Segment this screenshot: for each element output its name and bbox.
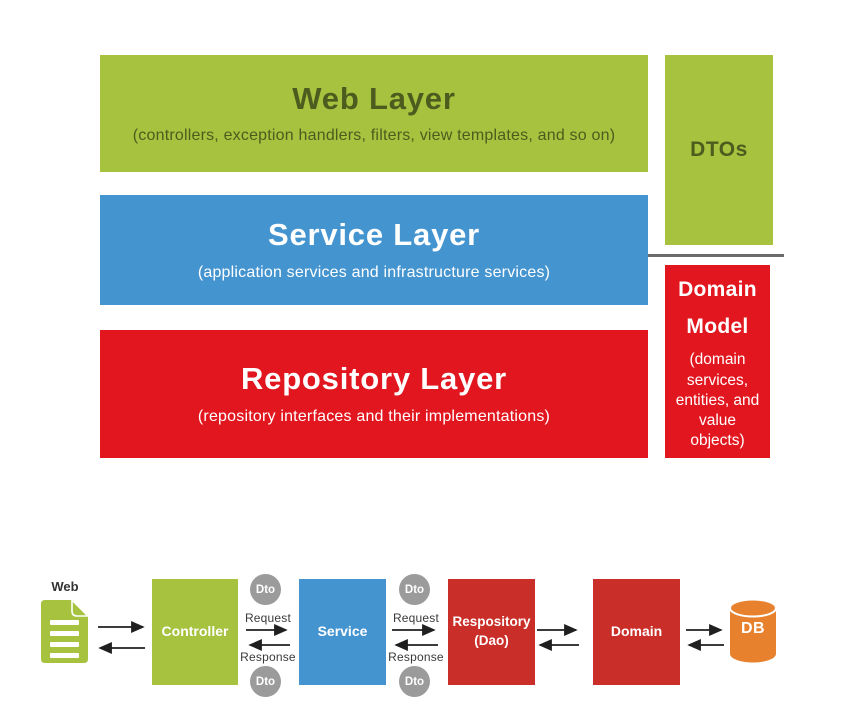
repository-dao-node-label-line2: (Dao): [474, 633, 509, 648]
service-node: Service: [299, 579, 386, 685]
web-layer-subtitle: (controllers, exception handlers, filter…: [132, 127, 616, 145]
web-client-label: Web: [51, 579, 79, 594]
dto-badge: Dto: [399, 666, 430, 697]
request-label: Request: [392, 611, 440, 625]
dto-badge: Dto: [250, 666, 281, 697]
response-label: Response: [388, 650, 444, 664]
controller-node: Controller: [152, 579, 238, 685]
web-layer-box: Web Layer (controllers, exception handle…: [100, 55, 648, 172]
controller-node-label: Controller: [161, 623, 229, 640]
dto-badge-label: Dto: [255, 583, 276, 596]
dto-badge-label: Dto: [255, 675, 276, 688]
dto-badge-label: Dto: [404, 675, 425, 688]
database-icon: [729, 598, 777, 663]
domain-node: Domain: [593, 579, 680, 685]
domain-node-label: Domain: [610, 623, 663, 640]
domain-model-box: Domain Model (domain services, entities,…: [665, 265, 770, 458]
dtos-box: DTOs: [665, 55, 773, 245]
web-layer-title: Web Layer: [292, 80, 456, 116]
service-layer-box: Service Layer (application services and …: [100, 195, 648, 305]
request-label: Request: [244, 611, 292, 625]
dto-badge-label: Dto: [404, 583, 425, 596]
repository-layer-subtitle: (repository interfaces and their impleme…: [197, 407, 551, 425]
db-label: DB: [740, 620, 766, 637]
repository-dao-node: Respository (Dao): [448, 579, 535, 685]
response-label: Response: [240, 650, 296, 664]
service-layer-subtitle: (application services and infrastructure…: [197, 263, 551, 281]
repository-dao-node-label-line1: Respository: [452, 614, 531, 630]
service-node-label: Service: [317, 623, 368, 640]
domain-model-title: Domain Model: [678, 277, 757, 338]
document-icon: [41, 600, 88, 663]
domain-model-subtitle: (domain services, entities, and value ob…: [675, 351, 760, 449]
dtos-label: DTOs: [690, 138, 748, 161]
service-layer-title: Service Layer: [267, 217, 481, 253]
dto-badge: Dto: [399, 574, 430, 605]
dto-badge: Dto: [250, 574, 281, 605]
repository-layer-title: Repository Layer: [240, 361, 508, 397]
repository-layer-box: Repository Layer (repository interfaces …: [100, 330, 648, 458]
dtos-domain-divider-line: [648, 254, 784, 257]
